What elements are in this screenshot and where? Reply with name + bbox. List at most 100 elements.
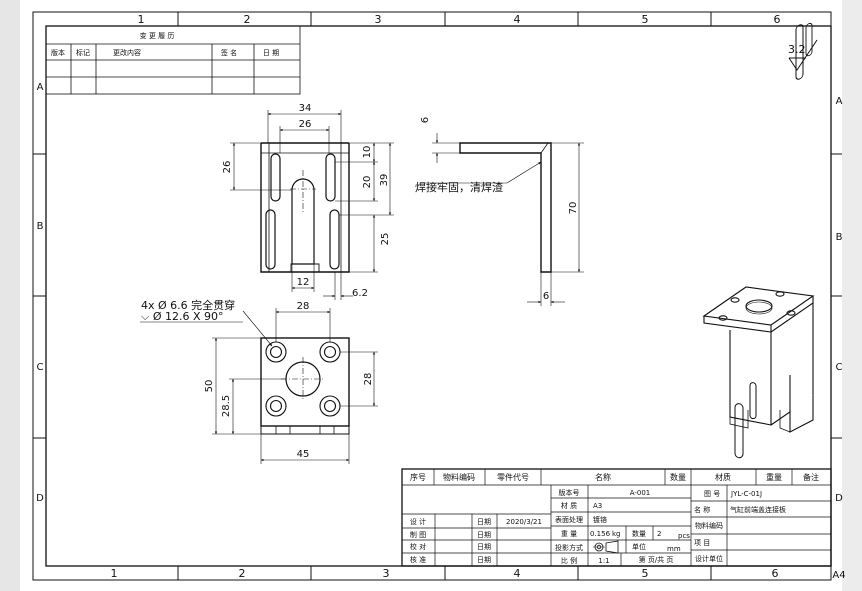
col-label-bottom-3: 3 <box>383 567 390 580</box>
top-dim-26-horizontal: 26 <box>299 119 312 130</box>
col-label-top-4: 4 <box>514 13 521 26</box>
row-label-left-A: A <box>37 82 44 93</box>
col-label-bottom-4: 4 <box>514 567 521 580</box>
tb-design-date: 2020/3/21 <box>506 518 542 526</box>
front-dim-50: 50 <box>204 380 215 393</box>
tb-header-weight: 重量 <box>766 472 782 482</box>
tb-check-label: 校 对 <box>410 542 426 551</box>
revision-table: 变 更 履 历 版本 标记 更改内容 签 名 日 期 <box>45 25 301 95</box>
top-dim-6-2: 6.2 <box>352 288 368 299</box>
hole-note-1: 4x Ø 6.6 完全贯穿 <box>141 298 235 312</box>
top-dim-25: 25 <box>380 233 391 246</box>
tb-header-name: 名称 <box>595 472 611 482</box>
col-label-bottom-1: 1 <box>111 567 118 580</box>
col-label-top-1: 1 <box>138 13 145 26</box>
tb-scale-value: 1:1 <box>598 557 609 565</box>
tb-date-label-approve: 日期 <box>477 556 491 564</box>
col-label-bottom-6: 6 <box>772 567 779 580</box>
hole-note-2: ⌵ Ø 12.6 X 90° <box>141 310 224 323</box>
tb-date-label-check: 日期 <box>477 543 491 551</box>
tb-header-material: 材质 <box>715 472 731 482</box>
sheet <box>20 0 842 591</box>
tb-header-qty: 数量 <box>670 472 686 482</box>
row-label-left-D: D <box>36 493 44 504</box>
tb-drawing-no-value: JYL-C-01J <box>730 490 762 498</box>
side-view <box>420 133 584 306</box>
tb-name-label: 名 称 <box>694 505 710 514</box>
front-dim-28-right: 28 <box>363 373 374 386</box>
col-label-top-2: 2 <box>244 13 251 26</box>
tb-unit-value: mm <box>667 545 681 553</box>
top-dim-34: 34 <box>299 103 312 114</box>
tb-design-label: 设 计 <box>410 517 426 526</box>
left-strip <box>0 0 20 591</box>
tb-name-value: 气缸前端盖连接板 <box>730 505 786 514</box>
revision-title: 变 更 履 历 <box>140 31 175 40</box>
tb-approve-label: 核 准 <box>410 555 426 564</box>
col-label-top-5: 5 <box>642 13 649 26</box>
front-dim-28-top: 28 <box>297 301 310 312</box>
tb-project-label: 项 目 <box>694 539 710 547</box>
revision-header-version: 版本 <box>51 48 65 57</box>
roughness-value: 3.2 <box>788 43 806 56</box>
zone-ticks <box>33 12 842 580</box>
tb-version-label: 版本号 <box>559 488 580 497</box>
tb-header-seq: 序号 <box>410 472 426 482</box>
revision-header-content: 更改内容 <box>113 48 141 57</box>
tb-date-label-draw: 日期 <box>477 531 491 539</box>
tb-weight-value: 0.156 <box>590 530 611 538</box>
tb-weight-unit: kg <box>612 530 621 538</box>
front-dim-28-5: 28.5 <box>221 395 232 417</box>
top-dim-10: 10 <box>362 146 373 159</box>
revision-header-sign: 签 名 <box>221 48 237 57</box>
title-block-text: 序号 物料编码 零件代号 名称 数量 材质 重量 备注 版本号 A-001 材 … <box>410 472 819 565</box>
row-label-right-B: B <box>836 232 843 243</box>
top-dim-26-vertical: 26 <box>222 161 233 174</box>
front-view-dims: 28 50 28.5 28 45 4x Ø 6.6 完全贯穿 ⌵ Ø 12.6 … <box>141 298 374 460</box>
col-label-top-6: 6 <box>774 13 781 26</box>
tb-design-unit-label: 设计单位 <box>695 554 723 563</box>
column-labels: 1 2 3 4 5 6 1 2 3 4 5 6 <box>111 13 781 580</box>
tb-material-code-label: 物料编码 <box>695 521 723 530</box>
tb-drawing-no-label: 图 号 <box>704 490 720 498</box>
top-dim-12: 12 <box>297 277 310 288</box>
front-dim-45: 45 <box>297 449 310 460</box>
title-block <box>401 468 832 567</box>
roughness-symbol: 3.2 <box>788 39 818 71</box>
isometric-view <box>702 22 815 459</box>
tb-surface-label: 表面处理 <box>555 515 583 524</box>
row-label-right-C: C <box>836 362 843 373</box>
revision-header-mark: 标记 <box>76 48 90 57</box>
col-label-top-3: 3 <box>375 13 382 26</box>
col-label-bottom-2: 2 <box>239 567 246 580</box>
tb-scale-label: 比 例 <box>561 556 577 565</box>
row-labels: A B C D A B C D A4 <box>36 82 845 581</box>
side-dim-70: 70 <box>568 202 579 215</box>
tb-draw-label: 制 图 <box>410 530 426 539</box>
tb-material-label: 材 质 <box>561 501 577 510</box>
side-view-dims: 6 70 6 焊接牢固，清焊渣 <box>415 117 579 302</box>
tb-qty-unit: pcs <box>678 532 690 540</box>
top-view <box>230 110 394 300</box>
tb-projection-label: 投影方式 <box>555 543 583 552</box>
tb-page-label: 第 页/共 页 <box>639 555 674 564</box>
revision-header-date: 日 期 <box>263 49 279 57</box>
row-label-right-D: D <box>835 493 843 504</box>
right-strip <box>842 0 862 591</box>
tb-material-value: A3 <box>593 502 602 510</box>
top-dim-20: 20 <box>362 176 373 189</box>
weld-note: 焊接牢固，清焊渣 <box>415 180 503 194</box>
side-dim-6-top: 6 <box>420 117 431 123</box>
tb-qty-value: 2 <box>657 530 661 538</box>
top-dim-39: 39 <box>379 174 390 187</box>
side-dim-6-bottom: 6 <box>543 291 549 302</box>
tb-surface-value: 镀铬 <box>593 515 607 524</box>
tb-date-label-design: 日期 <box>477 518 491 526</box>
tb-qty-label: 数量 <box>632 529 646 538</box>
front-view <box>140 308 378 464</box>
tb-weight-label: 重 量 <box>561 530 577 538</box>
projection-symbol <box>593 540 619 554</box>
tb-unit-label: 单位 <box>632 542 646 551</box>
